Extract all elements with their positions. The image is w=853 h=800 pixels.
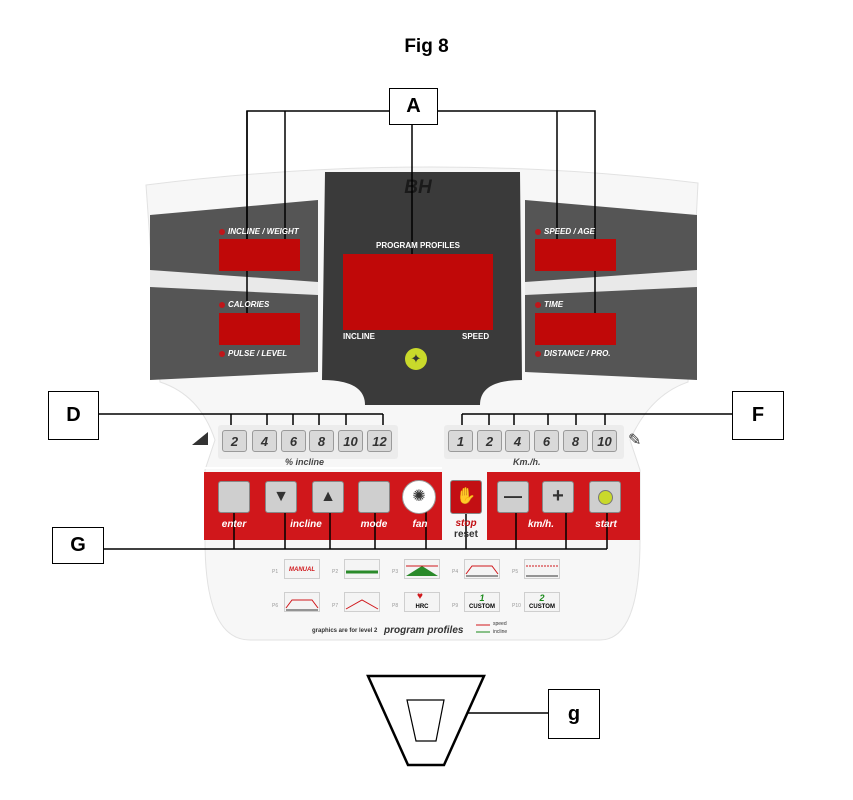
profile-number: P1 xyxy=(272,569,279,575)
profile-5-button[interactable] xyxy=(524,559,560,579)
callout-a: A xyxy=(389,88,438,125)
lower-inner-trapezoid xyxy=(406,699,445,742)
figure-title: Fig 8 xyxy=(404,36,449,57)
speed-age-label: SPEED / AGE xyxy=(535,227,595,236)
profile-number: P8 xyxy=(392,603,399,609)
enter-button[interactable] xyxy=(218,481,250,513)
legend-speed-label: speed xyxy=(493,621,507,627)
legend-incline-label: incline xyxy=(493,629,508,635)
incline-key-8[interactable]: 8 xyxy=(309,430,334,452)
incline-label: incline xyxy=(290,519,322,530)
profile-3-graphic xyxy=(406,565,438,576)
profile-6-graphic xyxy=(285,599,319,611)
speed-key-6[interactable]: 6 xyxy=(534,430,559,452)
profile-5-graphic xyxy=(526,565,558,577)
pulse-level-label: PULSE / LEVEL xyxy=(219,349,287,358)
speed-up-button[interactable]: + xyxy=(542,481,574,513)
profile-number: P4 xyxy=(452,569,459,575)
incline-icon xyxy=(192,432,208,445)
speed-key-8[interactable]: 8 xyxy=(563,430,588,452)
incline-weight-display xyxy=(219,239,300,271)
speed-key-2[interactable]: 2 xyxy=(477,430,502,452)
footer-title: program profiles xyxy=(384,625,464,636)
calories-display xyxy=(219,313,300,345)
fan-label: fan xyxy=(412,519,428,530)
profile-7-graphic xyxy=(345,599,379,610)
indicator-dot xyxy=(535,228,541,235)
indicator-dot xyxy=(219,301,225,308)
mode-label: mode xyxy=(360,519,388,530)
time-display xyxy=(535,313,616,345)
incline-key-2[interactable]: 2 xyxy=(222,430,247,452)
callout-f: F xyxy=(732,391,784,440)
speed-caption: Km./h. xyxy=(513,457,541,467)
profile-6-button[interactable] xyxy=(284,592,320,612)
stop-label: stop xyxy=(455,518,477,529)
program-profiles-title: PROGRAM PROFILES xyxy=(375,241,460,250)
center-incline-label: INCLINE xyxy=(343,332,375,341)
indicator-dot xyxy=(535,350,541,357)
speed-key-1[interactable]: 1 xyxy=(448,430,473,452)
enter-label: enter xyxy=(221,519,247,530)
incline-down-button[interactable]: ▼ xyxy=(265,481,297,513)
program-profile-display xyxy=(343,254,493,330)
distance-pro-label: DISTANCE / PRO. xyxy=(535,349,611,358)
profile-number: P2 xyxy=(332,569,339,575)
profile-number: P6 xyxy=(272,603,279,609)
profile-2-button[interactable] xyxy=(344,559,380,579)
profile-7-button[interactable] xyxy=(344,592,380,612)
start-label: start xyxy=(595,519,617,530)
heart-icon: ♥ xyxy=(417,591,423,602)
incline-key-10[interactable]: 10 xyxy=(338,430,363,452)
fan-button[interactable]: ✺ xyxy=(402,480,436,514)
incline-key-4[interactable]: 4 xyxy=(252,430,277,452)
mode-button[interactable] xyxy=(358,481,390,513)
profile-number: P9 xyxy=(452,603,459,609)
start-indicator-icon xyxy=(598,490,613,505)
profile-4-button[interactable] xyxy=(464,559,500,579)
profile-number: P7 xyxy=(332,603,339,609)
speed-key-10[interactable]: 10 xyxy=(592,430,617,452)
indicator-dot xyxy=(219,228,225,235)
indicator-dot xyxy=(219,350,225,357)
reset-label: reset xyxy=(454,529,478,540)
time-label: TIME xyxy=(535,300,563,309)
profile-hrc-button[interactable]: ♥HRC xyxy=(404,592,440,612)
profile-number: P3 xyxy=(392,569,399,575)
kmh-label: km/h. xyxy=(527,519,555,530)
callout-d: D xyxy=(48,391,99,440)
center-speed-label: SPEED xyxy=(462,332,490,341)
profile-number: P10 xyxy=(512,603,521,609)
speed-age-display xyxy=(535,239,616,271)
profile-number: P5 xyxy=(512,569,519,575)
running-man-icon: ✦ xyxy=(405,348,427,370)
incline-key-12[interactable]: 12 xyxy=(367,430,392,452)
callout-g: G xyxy=(52,527,104,564)
speed-key-4[interactable]: 4 xyxy=(505,430,530,452)
callout-g-lower: g xyxy=(548,689,600,739)
footer-note: graphics are for level 2 xyxy=(312,628,378,634)
incline-caption: % incline xyxy=(285,457,325,467)
right-panel-stripe xyxy=(525,270,697,295)
runner-icon: ✎ xyxy=(628,432,642,449)
incline-weight-label: INCLINE / WEIGHT xyxy=(219,227,299,236)
calories-label: CALORIES xyxy=(219,300,269,309)
incline-up-button[interactable]: ▲ xyxy=(312,481,344,513)
profile-manual-button[interactable]: MANUAL xyxy=(284,559,320,579)
speed-down-button[interactable]: — xyxy=(497,481,529,513)
stop-button[interactable]: ✋ xyxy=(450,480,482,514)
incline-key-6[interactable]: 6 xyxy=(281,430,306,452)
profile-4-graphic xyxy=(465,565,499,577)
indicator-dot xyxy=(535,301,541,308)
left-panel-stripe xyxy=(150,270,318,295)
